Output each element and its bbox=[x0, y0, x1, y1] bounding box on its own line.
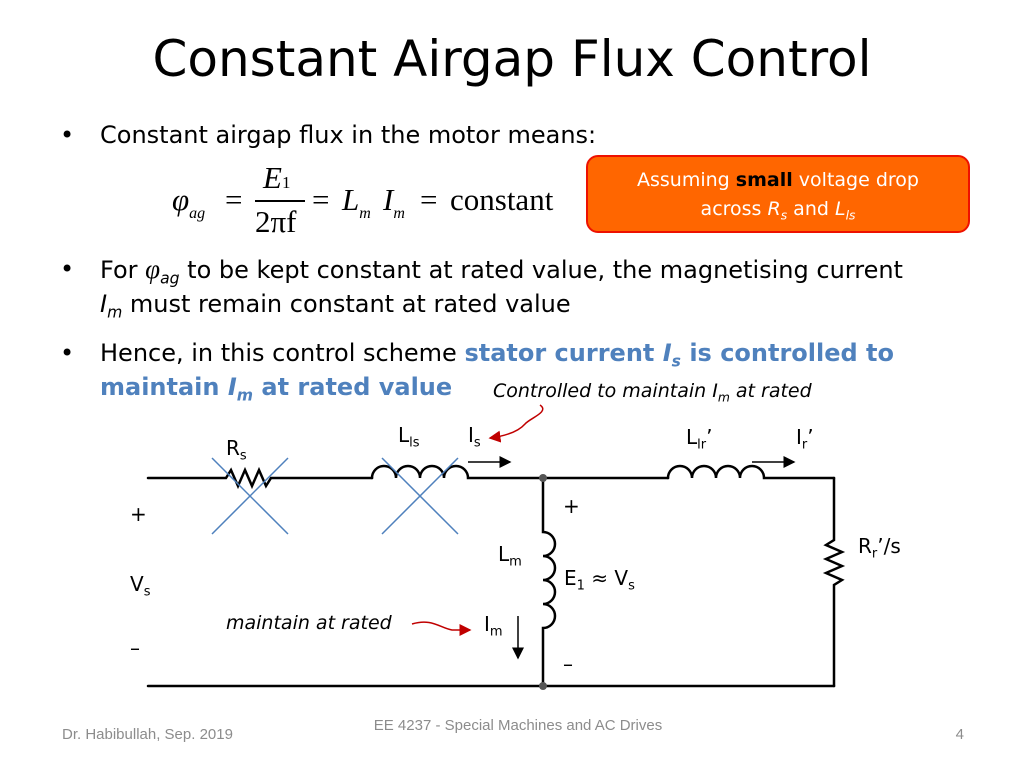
assumption-callout: Assuming small voltage drop across Rs an… bbox=[586, 155, 970, 233]
label-plus-mid: + bbox=[563, 494, 580, 518]
bullet-1-text: Constant airgap flux in the motor means: bbox=[100, 121, 597, 149]
annotation-controlled: Controlled to maintain Im at rated bbox=[493, 380, 812, 405]
node-top bbox=[539, 474, 547, 482]
rotor-resistor bbox=[822, 476, 846, 688]
rs-cross-mark bbox=[211, 457, 289, 535]
slide-title: Constant Airgap Flux Control bbox=[152, 30, 872, 88]
annotation-arrow-left bbox=[411, 621, 472, 636]
label-Im: Im bbox=[484, 612, 503, 640]
footer-page-number: 4 bbox=[955, 726, 964, 743]
label-E1: E1 ≈ Vs bbox=[564, 566, 635, 594]
lls-cross-mark bbox=[381, 457, 459, 535]
flux-equation: φag = E1 2πf = Lm Im = constant bbox=[170, 158, 570, 248]
label-Rr: Rr’/s bbox=[858, 534, 901, 562]
node-bottom bbox=[539, 682, 547, 690]
eq-denominator: 2πf bbox=[255, 204, 297, 239]
label-Lm: Lm bbox=[498, 542, 522, 570]
bullet-2: •For φag to be kept constant at rated va… bbox=[60, 254, 903, 322]
label-Rs: Rs bbox=[226, 436, 247, 464]
eq-constant: constant bbox=[450, 182, 554, 217]
bullet-3: •Hence, in this control scheme stator cu… bbox=[60, 339, 895, 405]
label-minus-left: – bbox=[130, 636, 140, 660]
label-Vs: Vs bbox=[130, 572, 151, 600]
label-Lls: Lls bbox=[398, 423, 420, 451]
annotation-maintain: maintain at rated bbox=[226, 612, 392, 634]
eq-equals-3: = bbox=[420, 182, 438, 217]
label-Is: Is bbox=[468, 423, 481, 451]
eq-Lm: Lm bbox=[342, 182, 371, 222]
footer-course: EE 4237 - Special Machines and AC Drives bbox=[373, 717, 663, 734]
eq-equals-1: = bbox=[225, 182, 243, 217]
eq-fraction-bar bbox=[255, 200, 305, 202]
footer-author: Dr. Habibullah, Sep. 2019 bbox=[62, 726, 233, 743]
stator-leakage-inductor bbox=[370, 464, 670, 480]
label-plus-left: + bbox=[130, 502, 147, 526]
stator-resistor bbox=[146, 466, 374, 490]
rotor-leakage-inductor bbox=[666, 464, 836, 480]
annotation-arrow-top bbox=[488, 404, 544, 443]
eq-Im: Im bbox=[383, 182, 405, 222]
magnetizing-inductor bbox=[541, 476, 557, 688]
eq-numerator: E1 bbox=[263, 160, 291, 195]
bullet-1: •Constant airgap flux in the motor means… bbox=[60, 121, 597, 149]
label-minus-mid: – bbox=[563, 652, 573, 676]
eq-equals-2: = bbox=[312, 182, 330, 217]
label-Llr: Llr’ bbox=[686, 425, 713, 453]
label-Ir: Ir’ bbox=[796, 425, 814, 453]
eq-phi: φag bbox=[172, 182, 206, 222]
